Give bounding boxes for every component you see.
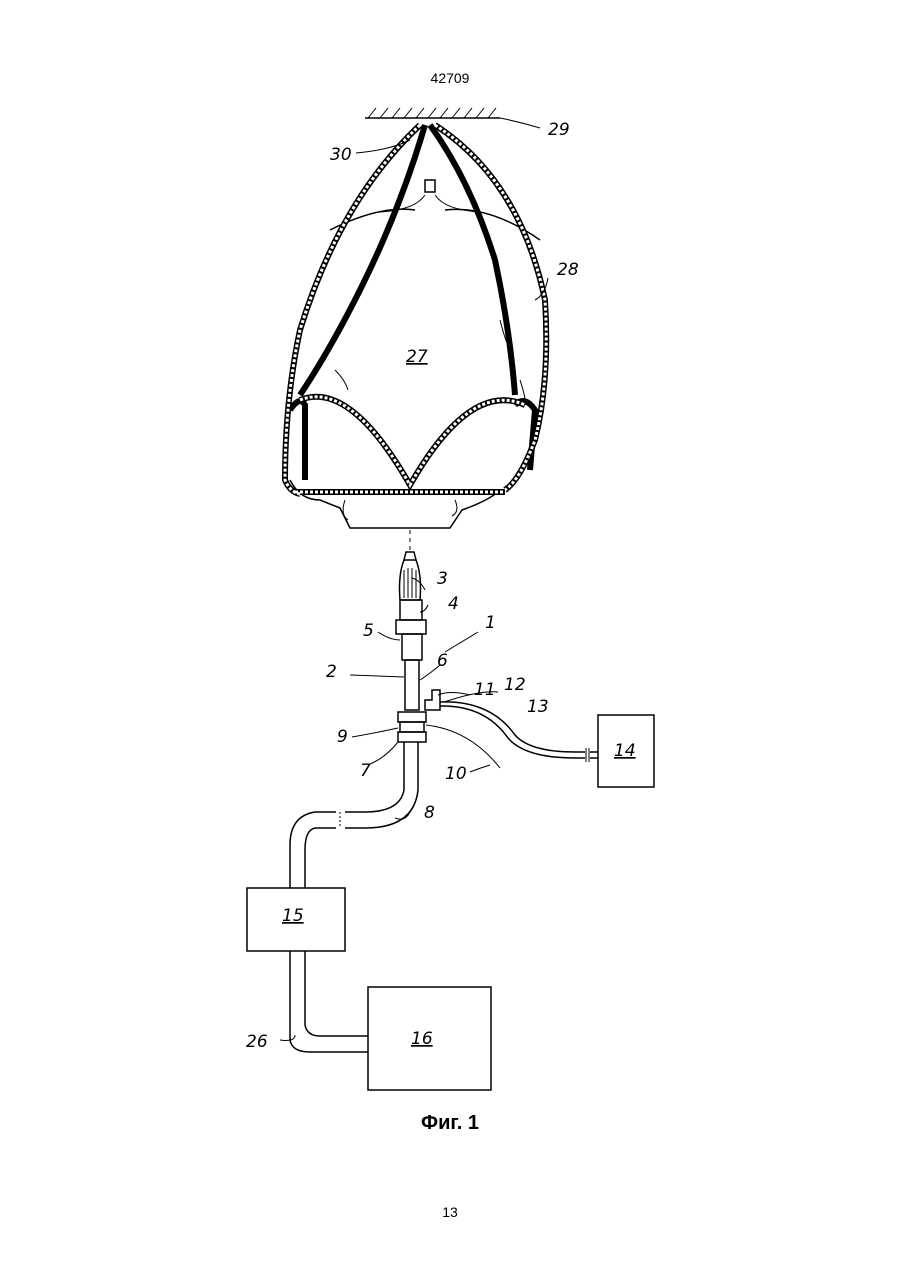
label-5: 5 [363, 621, 374, 641]
label-30: 30 [330, 145, 352, 165]
label-12: 12 [504, 675, 526, 695]
label-29: 29 [548, 120, 570, 140]
hose-26 [290, 951, 368, 1052]
label-2: 2 [326, 662, 337, 682]
label-11: 11 [474, 680, 496, 700]
ceiling-support [365, 108, 540, 128]
label-1: 1 [485, 613, 496, 633]
net-ropes [285, 125, 546, 494]
hose-8 [290, 742, 418, 888]
label-27: 27 [406, 347, 428, 367]
figure-caption: Фиг. 1 [0, 1112, 900, 1135]
label-14: 14 [614, 741, 636, 761]
label-8: 8 [424, 803, 435, 823]
label-6: 6 [437, 651, 448, 671]
filling-device [396, 552, 575, 768]
label-26: 26 [246, 1032, 268, 1052]
label-15: 15 [282, 906, 304, 926]
label-7: 7 [360, 761, 371, 781]
page-number: 13 [0, 1204, 900, 1220]
label-28: 28 [557, 260, 579, 280]
line-13 [575, 748, 598, 762]
label-16: 16 [411, 1029, 433, 1049]
label-10: 10 [445, 764, 467, 784]
label-4: 4 [448, 594, 459, 614]
label-13: 13 [527, 697, 549, 717]
label-9: 9 [337, 727, 348, 747]
label-3: 3 [437, 569, 448, 589]
